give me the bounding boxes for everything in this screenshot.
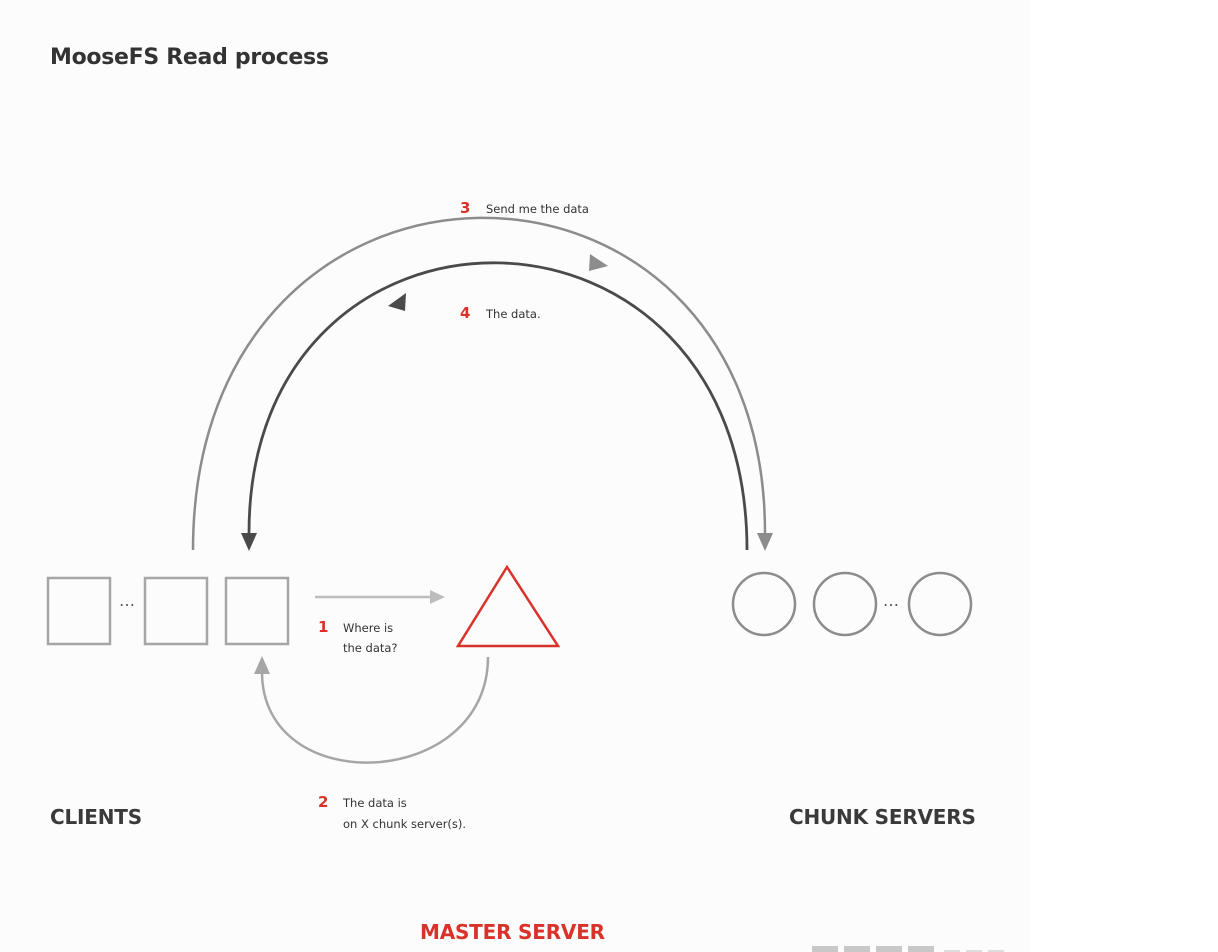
clients-label: CLIENTS — [50, 805, 142, 829]
arrow-step-1 — [315, 590, 445, 604]
step-text: Send me the data — [486, 202, 589, 216]
chunk-servers-group: … — [731, 571, 973, 637]
step-text: The data. — [485, 307, 541, 321]
slide-background — [0, 0, 1030, 952]
master-server-triangle — [455, 564, 561, 648]
client-box — [143, 576, 209, 646]
chunk-servers-label: CHUNK SERVERS — [789, 805, 976, 829]
watermark-logo — [812, 938, 1012, 952]
diagram-title: MooseFS Read process — [50, 45, 329, 70]
step-number: 4 — [460, 304, 470, 322]
chunk-server-circle — [731, 571, 797, 637]
chunk-servers-ellipsis: … — [883, 591, 899, 610]
chunk-server-circle — [907, 571, 973, 637]
step-1-label: 1 Where is the data? — [318, 618, 398, 655]
step-4-label: 4 The data. — [460, 304, 541, 322]
step-text: Where is — [343, 621, 393, 635]
arrow-step-3 — [191, 216, 773, 551]
arrow-step-4 — [241, 261, 749, 551]
chunk-server-circle — [812, 571, 878, 637]
client-box — [46, 576, 112, 646]
step-number: 2 — [318, 793, 328, 811]
step-number: 1 — [318, 618, 328, 636]
step-3-label: 3 Send me the data — [460, 199, 589, 217]
step-2-label: 2 The data is on X chunk server(s). — [318, 793, 466, 831]
master-server-label: MASTER SERVER — [420, 920, 605, 944]
clients-group: … — [46, 576, 290, 646]
step-number: 3 — [460, 199, 470, 217]
arrow-step-2 — [254, 656, 490, 764]
client-box — [224, 576, 290, 646]
step-text: on X chunk server(s). — [343, 817, 466, 831]
step-text: The data is — [342, 796, 407, 810]
clients-ellipsis: … — [119, 591, 135, 610]
step-text: the data? — [343, 641, 398, 655]
